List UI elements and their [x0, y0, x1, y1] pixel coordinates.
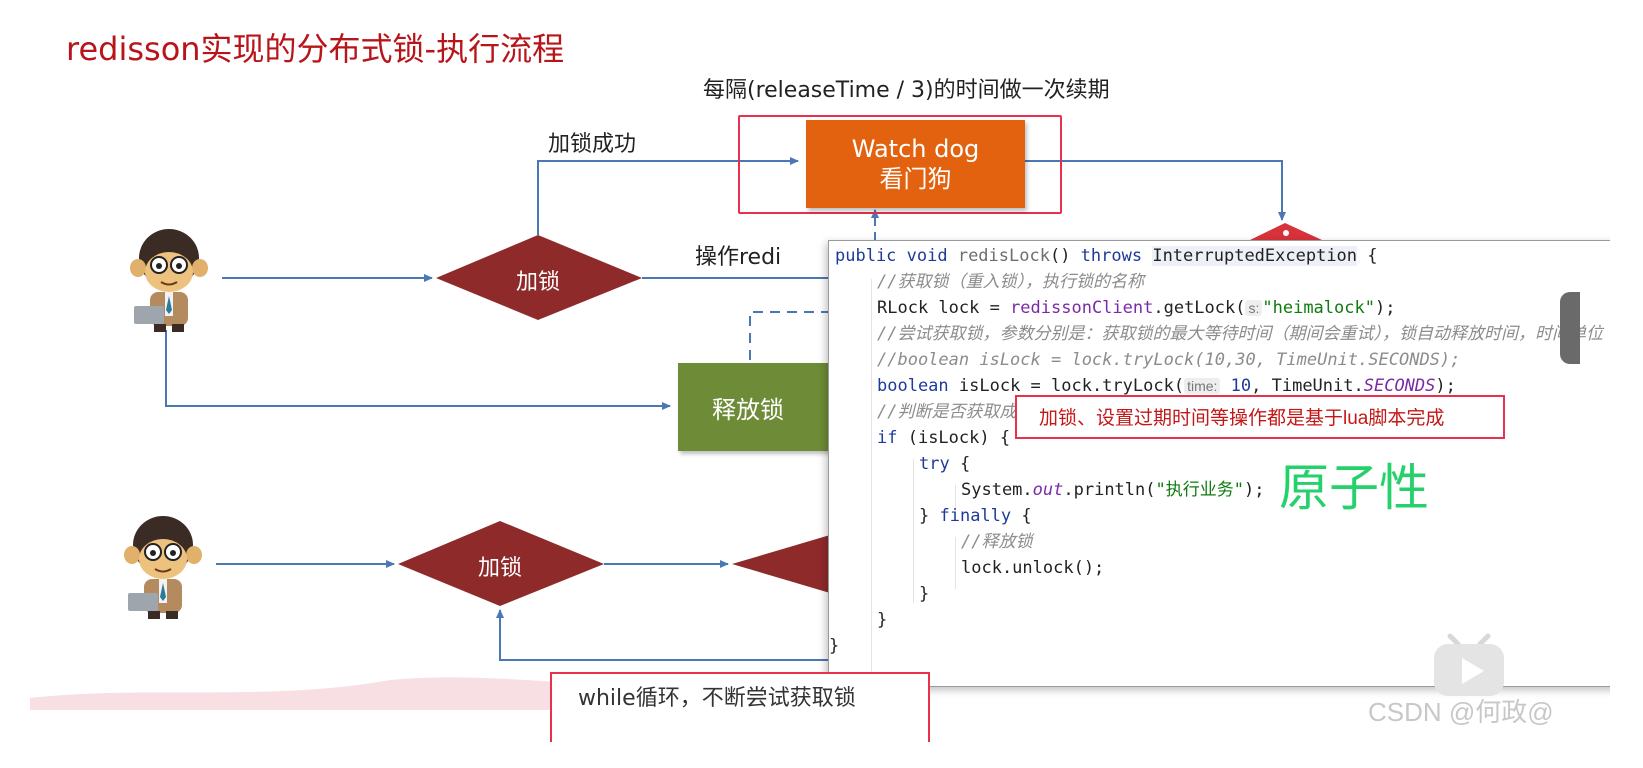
atomicity-label: 原子性: [1279, 448, 1429, 520]
monkey-avatar-bottom: [120, 513, 206, 623]
side-scroll-handle[interactable]: [1560, 292, 1580, 364]
code-line-4: //尝试获取锁，参数分别是：获取锁的最大等待时间（期间会重试），锁自动释放时间，…: [877, 321, 1603, 347]
lua-callout: 加锁、设置过期时间等操作都是基于lua脚本完成: [1015, 395, 1505, 439]
lock-success-label: 加锁成功: [548, 126, 636, 158]
indent-guide: [913, 459, 914, 603]
code-line-1: public void redisLock() throws Interrupt…: [835, 243, 1378, 269]
watchdog-cn: 看门狗: [880, 164, 952, 194]
code-line-12: //释放锁: [961, 529, 1032, 555]
code-line-2: //获取锁（重入锁），执行锁的名称: [877, 269, 1144, 295]
lock-diamond-2-label: 加锁: [470, 550, 530, 582]
while-loop-label: while循环，不断尝试获取锁: [578, 680, 856, 712]
code-line-11: } finally {: [919, 503, 1032, 529]
csdn-watermark: CSDN @何政@: [1368, 692, 1554, 729]
play-icon[interactable]: [1430, 628, 1508, 700]
code-line-9: try {: [919, 451, 970, 477]
renew-note: 每隔(releaseTime / 3)的时间做一次续期: [703, 72, 1110, 104]
operate-redis-label: 操作redi: [695, 239, 781, 271]
release-lock-label: 释放锁: [712, 390, 784, 425]
slide: redisson实现的分布式锁-执行流程 每: [30, 30, 1610, 742]
code-line-16: }: [829, 633, 839, 659]
monkey-avatar-top: [126, 226, 212, 336]
partial-diamond: [732, 535, 830, 593]
arrow-watchdog-to-right: [1025, 161, 1282, 220]
watchdog-en: Watch dog: [852, 134, 980, 164]
dashed-release-to-watchdog: [750, 312, 830, 360]
code-line-14: }: [919, 581, 929, 607]
code-line-7: //判断是否获取成功: [877, 399, 1033, 425]
code-line-3: RLock lock = redissonClient.getLock(s:"h…: [877, 295, 1395, 321]
redis-star: [1283, 230, 1289, 236]
code-line-10: System.out.println("执行业务");: [961, 477, 1264, 503]
arrow-person-to-release: [166, 330, 670, 406]
indent-guide: [955, 537, 956, 589]
code-editor-panel: public void redisLock() throws Interrupt…: [828, 240, 1610, 687]
lock-diamond-label: 加锁: [508, 264, 568, 296]
indent-guide: [871, 279, 872, 675]
code-line-5: //boolean isLock = lock.tryLock(10,30, T…: [877, 347, 1460, 373]
watchdog-box: Watch dog 看门狗: [806, 120, 1025, 208]
code-line-13: lock.unlock();: [961, 555, 1104, 581]
code-line-15: }: [877, 607, 887, 633]
code-line-8: if (isLock) {: [877, 425, 1010, 451]
